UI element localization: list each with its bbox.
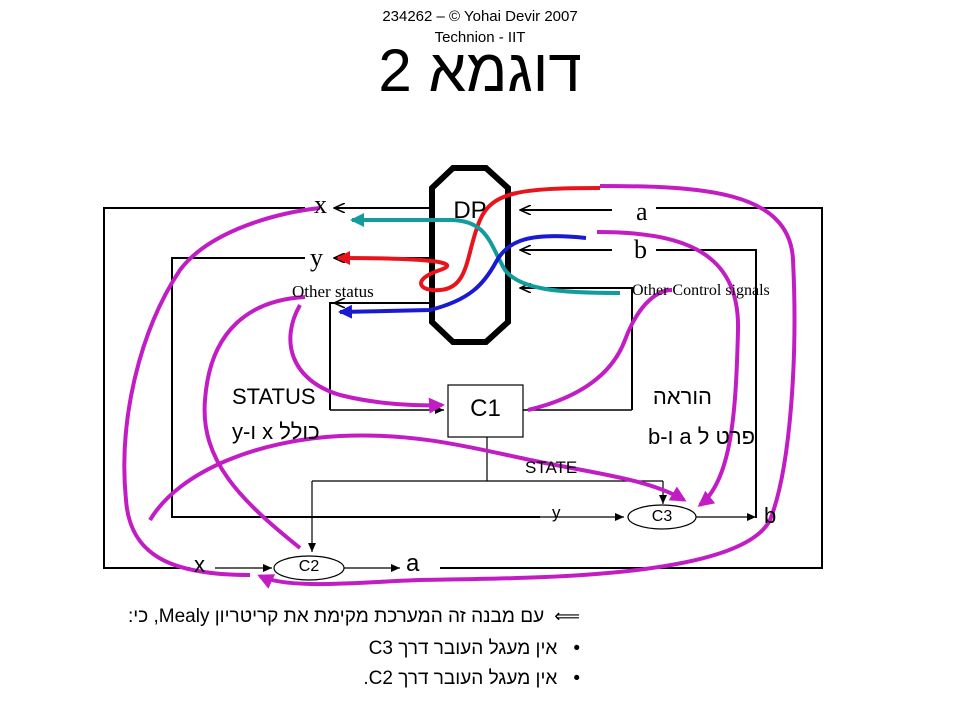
c3-label: C3 xyxy=(651,508,673,525)
long-left-arrow-icon: ⟸ xyxy=(554,606,580,626)
bullet-icon: • xyxy=(573,638,580,659)
state-label: STATE xyxy=(525,458,578,477)
dp-label: DP xyxy=(453,197,487,224)
c2-x-input-label: x xyxy=(194,552,205,577)
wire-b-loop xyxy=(656,249,757,518)
c1-block xyxy=(447,384,524,438)
c3-b-output-label: b xyxy=(764,503,777,528)
notes-bullet-2: •אין מעגל העובר דרך C2. xyxy=(363,668,580,689)
magenta-loop-1 xyxy=(122,206,321,577)
magenta-loop-9 xyxy=(527,288,673,412)
signal-b-label: b xyxy=(634,235,647,264)
notes-bullet-1: •אין מעגל העובר דרך C3 xyxy=(368,638,580,659)
header-copyright: 234262 – © Yohai Devir 2007 xyxy=(382,8,578,25)
magenta-loop-10 xyxy=(148,433,687,522)
wire-x-loop xyxy=(103,207,305,569)
instruction-sub-label: פרט ל a ו-b xyxy=(648,424,756,449)
other-control-label: Other Control signals xyxy=(632,282,770,299)
page-title: דוגמא 2 xyxy=(378,37,582,104)
wire-other-control xyxy=(520,288,633,410)
magenta-loop-7 xyxy=(596,230,741,507)
blue-path xyxy=(338,234,587,319)
wire-a-loop xyxy=(440,207,823,569)
magenta-loop-5 xyxy=(202,295,306,550)
wire-other-status xyxy=(329,302,432,410)
signal-x-label: x xyxy=(314,190,327,219)
magenta-loop-3 xyxy=(257,184,797,589)
status-label: STATUS xyxy=(232,384,316,409)
c3-y-input-label: y xyxy=(552,503,561,522)
teal-path xyxy=(350,213,621,295)
signal-y-label: y xyxy=(310,243,323,272)
c2-label: C2 xyxy=(298,558,320,575)
signal-a-label: a xyxy=(636,197,648,226)
c1-label: C1 xyxy=(470,395,501,422)
red-path xyxy=(336,186,601,293)
instruction-label: הוראה xyxy=(652,384,712,409)
c2-a-output-label: a xyxy=(406,550,420,577)
notes-lead: ⟸עם מבנה זה המערכת מקימת את קריטריון Mea… xyxy=(128,606,580,627)
wire-y-loop xyxy=(171,257,540,518)
bullet-icon: • xyxy=(573,668,580,689)
other-status-label: Other status xyxy=(292,282,374,301)
status-sub-label: כולל x ו-y xyxy=(232,419,320,444)
header-institution: Technion - IIT xyxy=(434,29,526,46)
magenta-loop-8 xyxy=(288,304,445,414)
